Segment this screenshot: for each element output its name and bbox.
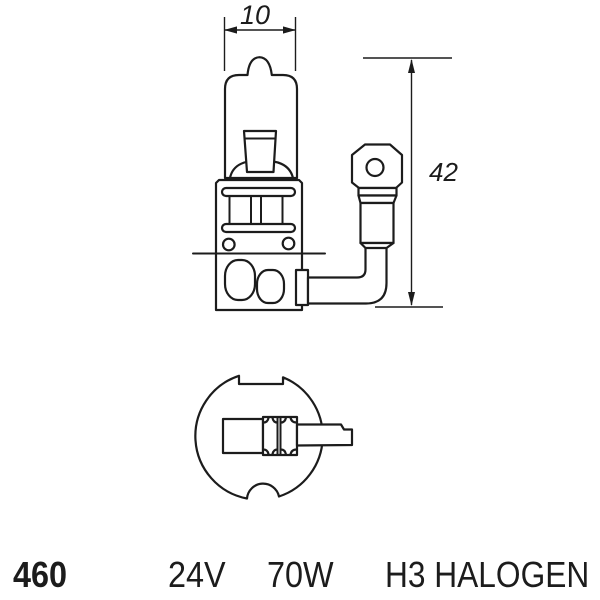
crimp-wing	[271, 448, 279, 456]
arrow-left-icon	[224, 26, 237, 34]
terminal-hole	[365, 157, 385, 178]
crimp-wing	[279, 416, 288, 424]
lead-hole-right	[281, 236, 296, 251]
arrow-up-icon	[408, 59, 415, 73]
glass-envelope	[223, 56, 299, 180]
bulb-bottom-view	[194, 374, 354, 500]
wire-crimp	[294, 268, 310, 307]
bulb-type-label: H3 HALOGEN	[385, 554, 590, 595]
height-dimension: 42	[363, 57, 458, 308]
width-dimension-value: 10	[240, 0, 270, 30]
sleeve-to-wire	[359, 241, 395, 250]
cage-bottom-bar	[220, 222, 297, 234]
crimp-wing	[271, 416, 279, 424]
cage-top-bar	[220, 186, 297, 198]
width-dimension: 10	[223, 0, 297, 71]
crimp-wing	[289, 416, 298, 424]
wattage-label: 70W	[267, 554, 334, 595]
arrow-right-icon	[283, 26, 296, 34]
crimp-wing	[262, 416, 270, 424]
contact-pad-left	[223, 258, 257, 302]
terminal-neck	[357, 194, 398, 205]
voltage-label: 24V	[168, 554, 226, 595]
lead-hole-left	[221, 237, 236, 252]
contact-tab	[295, 423, 354, 447]
contact-pad-right	[255, 268, 286, 305]
terminal-sleeve	[359, 201, 395, 245]
terminal-lug	[350, 143, 404, 250]
crimp-wing	[289, 448, 298, 456]
filament-shield	[242, 129, 278, 174]
crimp-wing	[279, 448, 288, 456]
lead-wire	[306, 246, 388, 305]
bulb-side-view	[192, 56, 404, 312]
terminal-band	[357, 186, 398, 197]
crimp-wing	[262, 448, 270, 456]
part-number-label: 460	[13, 554, 68, 595]
height-dimension-value: 42	[429, 157, 458, 187]
connector-block	[221, 417, 265, 455]
arrow-down-icon	[408, 292, 415, 306]
